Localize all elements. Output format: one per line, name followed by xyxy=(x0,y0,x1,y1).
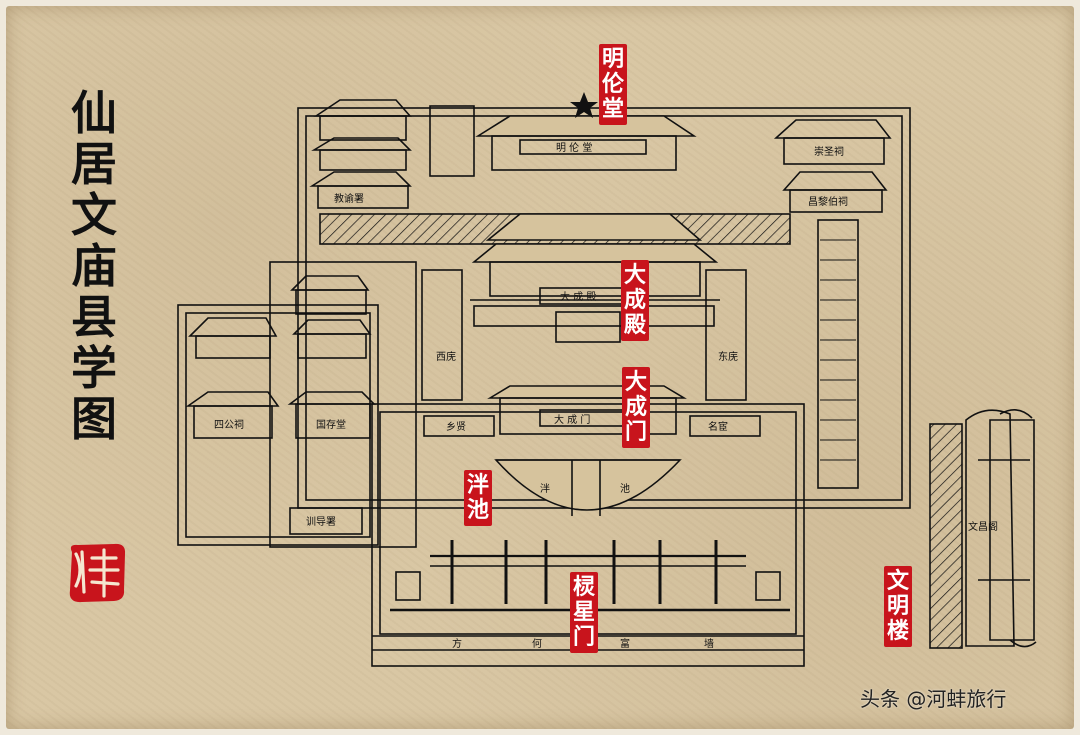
plaque-xiwu: 西庑 xyxy=(436,350,456,363)
wall-text-3: 富 xyxy=(620,637,630,650)
label-wenming-tower: 文明楼 xyxy=(884,566,912,647)
label-minglun-hall: 明伦堂 xyxy=(599,44,627,125)
plaque-sigong: 四公祠 xyxy=(214,418,244,431)
pond-text-pan: 泮 xyxy=(540,482,550,495)
wall-text-4: 墙 xyxy=(704,637,714,650)
title-char: 县 xyxy=(71,290,117,344)
watermark: 头条 @河蚌旅行 xyxy=(860,687,1007,711)
title-char: 图 xyxy=(71,392,117,446)
title-char: 学 xyxy=(71,341,117,395)
plaque-dacheng-hall: 大 成 殿 xyxy=(560,290,596,303)
plaque-wenchang: 文昌阁 xyxy=(968,520,998,533)
plaque-jiaoyu: 教谕署 xyxy=(334,192,364,205)
plaque-chongsheng: 崇圣祠 xyxy=(814,145,844,158)
title-char: 文 xyxy=(71,188,117,242)
plaque-minglun: 明 伦 堂 xyxy=(556,141,592,154)
plaque-dacheng-gate: 大 成 门 xyxy=(554,413,590,426)
plaque-dongwu: 东庑 xyxy=(718,350,738,363)
label-lingxing-gate: 棂星门 xyxy=(570,572,598,653)
plaque-guocun: 国存堂 xyxy=(316,418,346,431)
title-char: 庙 xyxy=(71,239,117,293)
label-dacheng-gate: 大成门 xyxy=(622,367,650,448)
label-dacheng-hall: 大成殿 xyxy=(621,260,649,341)
red-seal-stamp xyxy=(69,543,126,603)
title-char: 居 xyxy=(71,137,117,191)
wall-text-1: 方 xyxy=(452,637,462,650)
title-char: 仙 xyxy=(71,86,117,140)
label-panchi: 泮池 xyxy=(464,470,492,526)
plaque-xiangxian: 乡贤 xyxy=(446,421,466,433)
star-marker xyxy=(570,92,598,118)
plaque-xundao: 训导署 xyxy=(306,516,336,528)
wall-text-2: 何 xyxy=(532,637,542,650)
pond-text-chi: 池 xyxy=(620,482,630,495)
map-title: 仙 居 文 庙 县 学 图 xyxy=(54,88,134,445)
plaque-changli: 昌黎伯祠 xyxy=(808,195,848,208)
plaque-minghuan: 名宦 xyxy=(708,420,728,433)
